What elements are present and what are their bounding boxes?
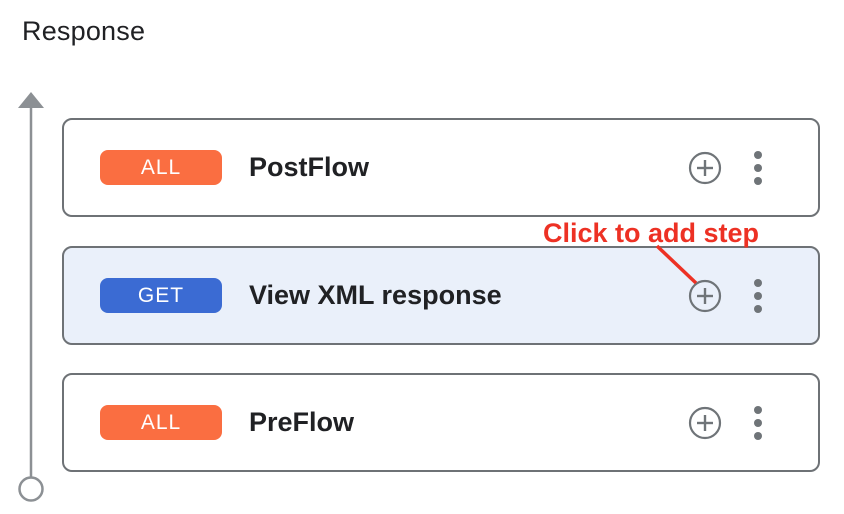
method-badge: GET: [100, 278, 222, 313]
flow-direction-line: [18, 92, 44, 502]
kebab-dot: [754, 431, 762, 440]
kebab-dot: [754, 163, 762, 172]
up-arrow-icon: [18, 92, 44, 108]
flow-card-view-xml-response[interactable]: GET View XML response: [62, 246, 820, 345]
add-step-button[interactable]: [688, 406, 722, 440]
flow-card-postflow[interactable]: ALL PostFlow: [62, 118, 820, 217]
flow-card-preflow[interactable]: ALL PreFlow: [62, 373, 820, 472]
add-step-button[interactable]: [688, 279, 722, 313]
method-badge: ALL: [100, 405, 222, 440]
annotation-pointer-line: [655, 244, 698, 285]
flow-card-label: PreFlow: [249, 407, 355, 437]
more-options-button[interactable]: [746, 144, 770, 192]
flow-card-label: PostFlow: [249, 152, 369, 182]
kebab-dot: [754, 418, 762, 427]
more-options-button[interactable]: [746, 272, 770, 320]
kebab-dot: [754, 150, 762, 159]
add-step-button[interactable]: [688, 151, 722, 185]
more-options-button[interactable]: [746, 399, 770, 447]
kebab-dot: [754, 291, 762, 300]
kebab-dot: [754, 278, 762, 287]
kebab-dot: [754, 176, 762, 185]
kebab-dot: [754, 304, 762, 313]
flow-start-circle-icon: [18, 476, 44, 502]
kebab-dot: [754, 405, 762, 414]
method-badge: ALL: [100, 150, 222, 185]
flow-card-label: View XML response: [249, 280, 502, 310]
section-title: Response: [22, 16, 146, 46]
annotation-text: Click to add step: [543, 218, 760, 248]
